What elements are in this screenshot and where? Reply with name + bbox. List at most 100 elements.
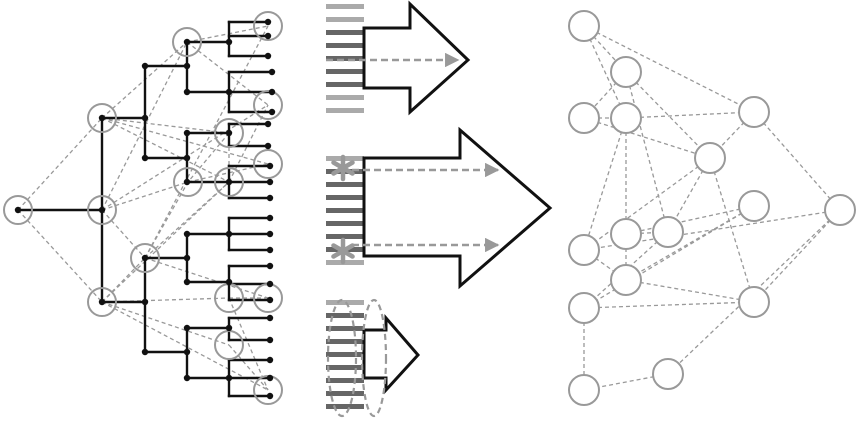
alignment-row-5 [326,221,364,226]
reconstructed-node-J [652,216,684,248]
network-node-g [173,167,203,197]
network-node-f [214,118,244,148]
reconstructed-node-P [568,374,600,406]
tree-dot-31 [266,246,274,254]
network-link-26 [228,297,269,391]
network-link-5 [101,117,230,134]
alignment-row-3 [326,339,364,344]
tree-dot-51 [183,374,191,382]
reconstructed-link-18 [667,209,841,375]
reconstructed-node-L [610,264,642,296]
tree-dot-4 [141,114,149,122]
reconstructed-link-12 [583,157,711,251]
network-link-1 [17,209,103,303]
reconstructed-link-17 [753,209,841,303]
network-link-0 [17,117,103,211]
tree-dot-38 [266,374,274,382]
network-link-17 [186,41,269,106]
tree-dot-49 [183,278,191,286]
tree-dot-43 [141,348,149,356]
network-link-28 [144,25,269,259]
large-arrow-icon-top [362,0,471,116]
tree-dot-22 [268,88,276,96]
tree-dot-23 [268,108,276,116]
reconstructed-node-F [694,142,726,174]
network-node-m [253,149,283,179]
tree-dot-47 [183,178,191,186]
tree-dot-26 [266,162,274,170]
asterisk-icon-lower [331,237,355,265]
tree-dot-13 [225,178,233,186]
tree-dot-29 [266,214,274,222]
network-link-29 [101,181,230,303]
alignment-row-1 [326,313,364,318]
reconstructed-node-N [738,286,770,318]
network-node-l [253,90,283,120]
tree-dot-50 [183,324,191,332]
alignment-row-8 [326,404,364,409]
network-node-k [253,11,283,41]
asterisk-stroke-2 [331,243,355,259]
reconstructed-link-1 [583,25,755,113]
tree-dot-1 [98,206,106,214]
tree-dot-41 [141,154,149,162]
tree-dot-20 [264,52,272,60]
reconstructed-network-panel [568,10,856,406]
reconstructed-link-2 [583,25,627,119]
tree-dot-45 [183,88,191,96]
tree-dot-33 [266,280,274,288]
reconstructed-link-27 [583,117,711,160]
reconstructed-link-29 [583,205,755,309]
reconstructed-node-M [568,292,600,324]
tree-dot-34 [266,296,274,304]
alignment-row-5 [326,69,364,74]
alignment-row-7 [326,95,364,100]
alignment-row-6 [326,82,364,87]
reconstructed-link-16 [583,209,841,253]
network-link-9 [101,209,146,259]
alignment-row-2 [326,30,364,35]
network-node-a [87,103,117,133]
reconstructed-node-C [568,102,600,134]
phylogenetic-tree-panel [3,11,283,405]
network-link-15 [101,301,269,391]
alignment-transfer-panel [326,0,553,418]
alignment-row-0 [326,4,364,9]
reconstructed-node-E [738,96,770,128]
tree-dot-39 [266,392,274,400]
reconstructed-node-B [610,56,642,88]
reconstructed-node-D [610,102,642,134]
alignment-row-8 [326,108,364,113]
reconstructed-node-G [738,190,770,222]
reconstructed-link-24 [583,298,755,309]
network-link-10 [101,181,189,211]
network-link-14 [101,301,230,346]
reconstructed-link-7 [582,117,627,251]
reconstructed-link-9 [753,111,841,211]
network-node-e [130,243,160,273]
network-node-d [172,27,202,57]
large-arrow-icon-bottom [362,313,421,394]
network-link-21 [187,132,230,183]
tree-dot-6 [183,62,191,70]
alignment-row-4 [326,56,364,61]
large-arrow-icon-middle [362,126,553,290]
alignment-row-6 [326,234,364,239]
tree-dot-9 [183,348,191,356]
tree-junction-dots [14,18,276,400]
tree-dot-48 [183,230,191,238]
tree-dot-3 [98,298,106,306]
network-node-h [214,167,244,197]
alignment-row-4 [326,352,364,357]
tree-dot-24 [264,120,272,128]
tree-dot-42 [141,254,149,262]
tree-dot-40 [141,62,149,70]
reconstructed-link-15 [625,205,755,236]
tree-dot-21 [268,68,276,76]
reconstructed-link-28 [625,71,670,233]
alignment-row-3 [326,195,364,200]
tree-dot-18 [264,18,272,26]
tree-dot-7 [183,154,191,162]
